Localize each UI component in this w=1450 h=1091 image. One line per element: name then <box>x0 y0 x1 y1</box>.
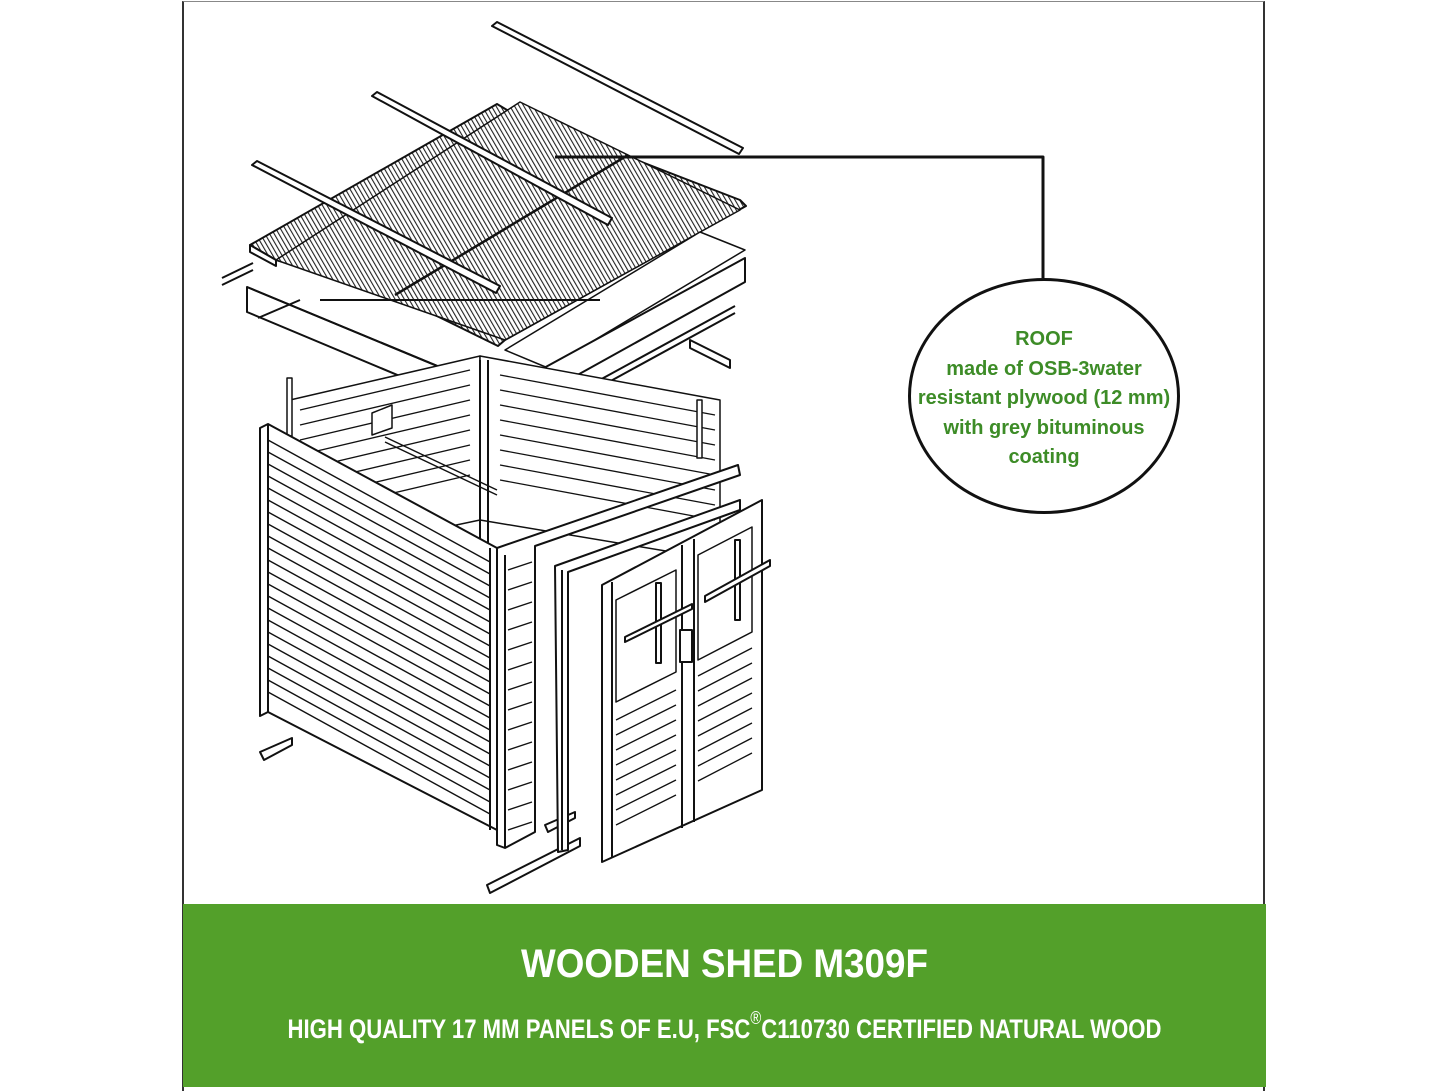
side-wall <box>259 423 498 831</box>
roof-callout-bubble: ROOF made of OSB-3water resistant plywoo… <box>908 278 1180 514</box>
subtitle-suffix: C110730 CERTIFIED NATURAL WOOD <box>761 1014 1162 1044</box>
product-subtitle: HIGH QUALITY 17 MM PANELS OF E.U, FSC®C1… <box>280 1008 1168 1045</box>
callout-line: resistant plywood (12 mm) <box>917 387 1171 409</box>
roof-batten-upper <box>371 91 613 226</box>
front-wall <box>486 464 741 894</box>
product-title: WOODEN SHED M309F <box>521 942 928 986</box>
product-banner: WOODEN SHED M309F HIGH QUALITY 17 MM PAN… <box>183 904 1266 1087</box>
shed-exploded-drawing <box>221 21 1045 894</box>
roof-panels <box>249 101 747 347</box>
callout-line: made of OSB-3water <box>946 357 1142 380</box>
callout-line: coating <box>1008 446 1080 468</box>
callout-leader-line <box>555 155 1045 278</box>
roof-underlay <box>504 231 746 369</box>
callout-line: with grey bituminous <box>943 416 1145 439</box>
subtitle-prefix: HIGH QUALITY 17 MM PANELS OF E.U, FSC <box>287 1014 751 1044</box>
door-frame <box>554 499 741 853</box>
callout-title: ROOF <box>1015 328 1073 350</box>
roof-callout-text: ROOF made of OSB-3water resistant plywoo… <box>911 325 1177 473</box>
double-door <box>601 499 771 863</box>
roof-batten-top <box>491 21 744 155</box>
registered-mark: ® <box>750 1008 762 1028</box>
roof-batten-lower <box>251 160 501 294</box>
